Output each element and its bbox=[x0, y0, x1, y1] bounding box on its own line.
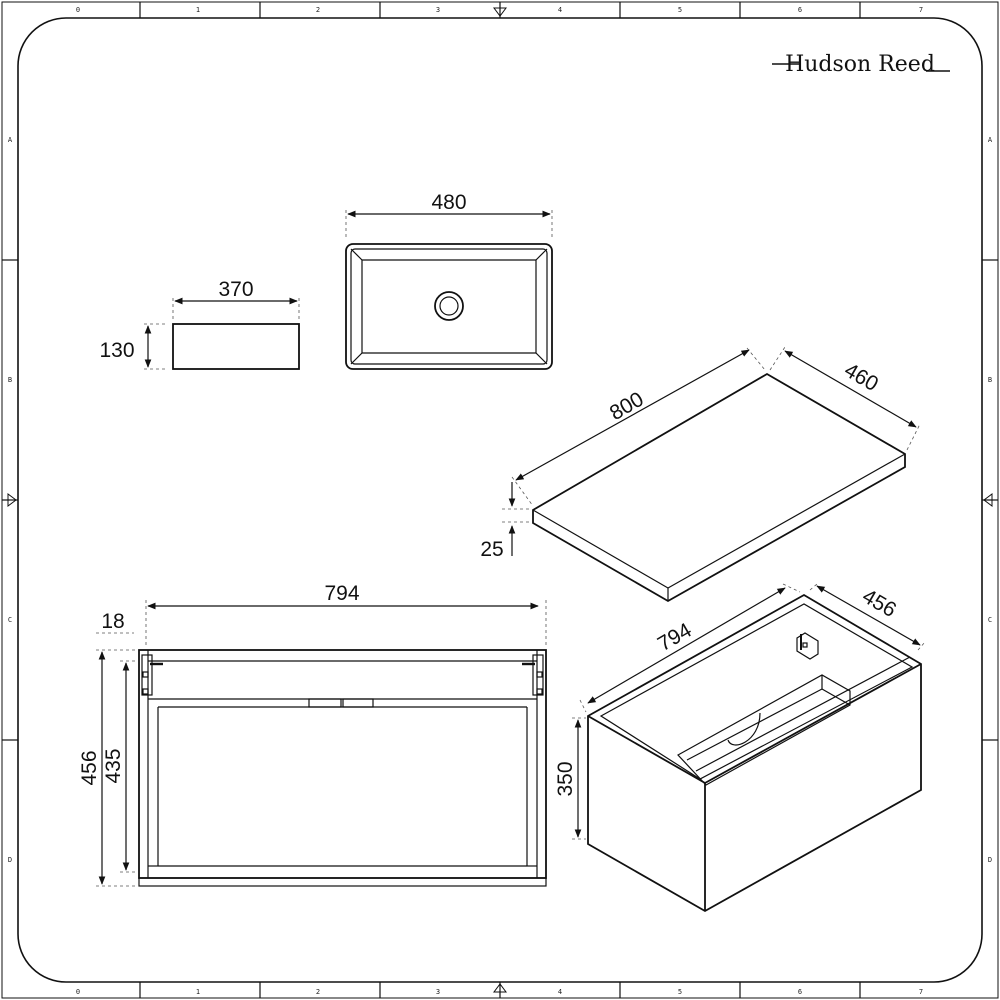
row-label-left-b: B bbox=[8, 376, 12, 384]
drawer-inner-box bbox=[677, 674, 851, 786]
basin-side-view: 370 130 bbox=[99, 278, 300, 370]
basin-top-width-label: 480 bbox=[431, 191, 466, 214]
cabinet-iso-height-label: 350 bbox=[554, 761, 577, 796]
basin-side-height-label: 130 bbox=[99, 339, 134, 362]
cabinet-iso-depth-label: 456 bbox=[858, 585, 900, 622]
center-mark-top bbox=[493, 2, 507, 18]
brand-name: Hudson Reed bbox=[785, 52, 935, 77]
cabinet-iso-width-label: 794 bbox=[654, 618, 696, 656]
col-label-bottom-0: 0 bbox=[76, 988, 80, 996]
center-mark-bottom bbox=[493, 982, 507, 998]
col-label-top-6: 6 bbox=[798, 6, 802, 14]
row-label-right-d: D bbox=[988, 856, 992, 864]
col-label-top-1: 1 bbox=[196, 6, 200, 14]
bracket-left-icon bbox=[141, 654, 163, 696]
basin-top-view: 480 bbox=[345, 191, 553, 370]
row-label-right-b: B bbox=[988, 376, 992, 384]
row-label-left-d: D bbox=[8, 856, 12, 864]
col-label-bottom-5: 5 bbox=[678, 988, 682, 996]
cabinet-inner-height-label: 435 bbox=[102, 748, 125, 783]
col-label-bottom-1: 1 bbox=[196, 988, 200, 996]
col-label-top-0: 0 bbox=[76, 6, 80, 14]
col-label-top-2: 2 bbox=[316, 6, 320, 14]
brand-logo: Hudson Reed bbox=[772, 52, 950, 77]
col-label-top-4: 4 bbox=[558, 6, 562, 14]
row-label-left-a: A bbox=[8, 136, 13, 144]
drawer-runner-slots bbox=[308, 698, 374, 708]
basin-side-width-label: 370 bbox=[218, 278, 253, 301]
col-label-bottom-4: 4 bbox=[558, 988, 562, 996]
cabinet-outer-height-label: 456 bbox=[78, 750, 101, 785]
col-label-bottom-2: 2 bbox=[316, 988, 320, 996]
worktop-length-label: 800 bbox=[606, 388, 648, 425]
col-label-top-3: 3 bbox=[436, 6, 440, 14]
center-mark-left bbox=[2, 493, 18, 507]
row-label-right-c: C bbox=[988, 616, 992, 624]
bracket-right-icon bbox=[522, 654, 544, 696]
col-label-top-7: 7 bbox=[919, 6, 923, 14]
worktop-thickness-label: 25 bbox=[480, 538, 503, 561]
center-mark-right bbox=[982, 493, 998, 507]
cabinet-iso-view: 794 456 350 bbox=[554, 583, 926, 913]
col-label-bottom-6: 6 bbox=[798, 988, 802, 996]
cabinet-bracket-icon bbox=[796, 632, 819, 660]
col-label-top-5: 5 bbox=[678, 6, 682, 14]
cabinet-front-width-label: 794 bbox=[324, 582, 359, 605]
worktop-view: 800 460 25 bbox=[480, 346, 921, 603]
row-label-right-a: A bbox=[988, 136, 993, 144]
cabinet-panel-thickness-label: 18 bbox=[101, 610, 124, 633]
col-label-bottom-3: 3 bbox=[436, 988, 440, 996]
grid-labels: 0 1 2 3 4 5 6 7 0 1 2 3 4 5 6 7 A B C D … bbox=[8, 6, 993, 996]
cabinet-front-view: 794 18 456 435 bbox=[78, 582, 547, 887]
row-label-left-c: C bbox=[8, 616, 12, 624]
worktop-depth-label: 460 bbox=[840, 359, 882, 396]
drain-icon bbox=[434, 291, 464, 321]
col-label-bottom-7: 7 bbox=[919, 988, 923, 996]
